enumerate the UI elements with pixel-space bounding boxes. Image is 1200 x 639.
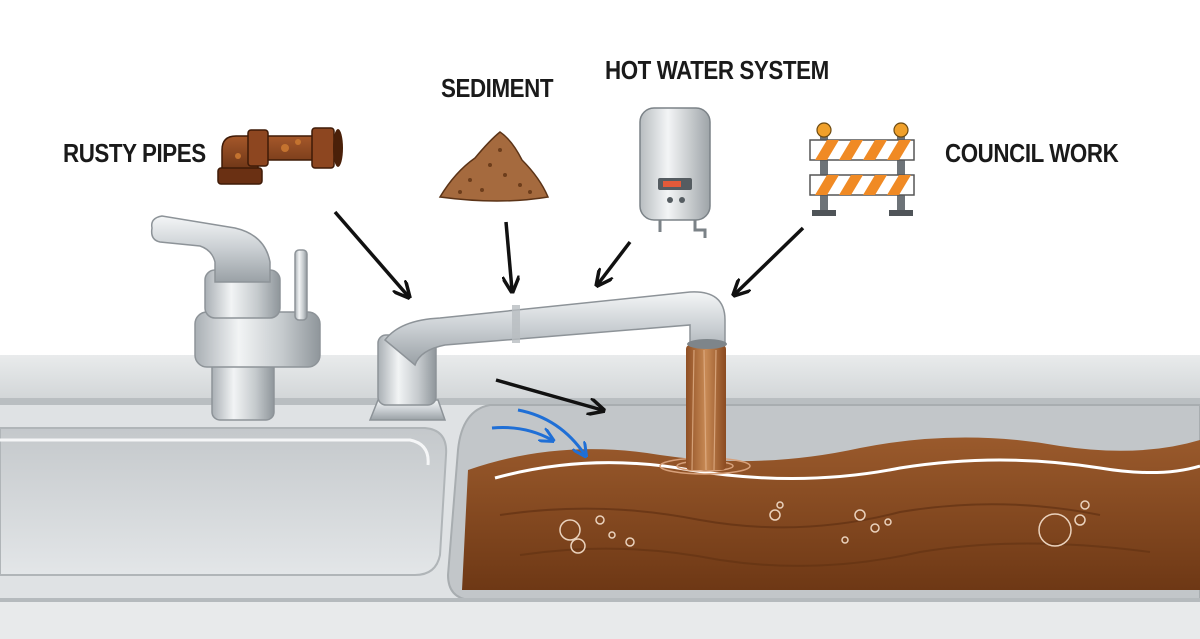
sediment-pile-icon [438, 131, 550, 202]
cause-arrows [333, 210, 805, 410]
arrow-hot-water-system [598, 240, 632, 284]
arrow-into-sink [495, 378, 602, 410]
label-rusty-pipes: RUSTY PIPES [63, 138, 206, 168]
water-heater-icon [639, 107, 711, 238]
flow-arrows [491, 408, 585, 455]
arrow-council-work [735, 226, 805, 294]
label-sediment: SEDIMENT [441, 73, 554, 103]
rusty-water-basin [462, 437, 1200, 590]
roadwork-barrier-icon [809, 122, 915, 216]
discolored-water-stream [686, 345, 726, 471]
arrow-rusty-pipes [333, 210, 408, 296]
faucet-icon [150, 215, 727, 421]
label-hot-water-system: HOT WATER SYSTEM [605, 55, 829, 85]
rusty-pipe-icon [217, 127, 343, 185]
label-council-work: COUNCIL WORK [945, 138, 1119, 168]
arrow-sediment [506, 221, 512, 290]
